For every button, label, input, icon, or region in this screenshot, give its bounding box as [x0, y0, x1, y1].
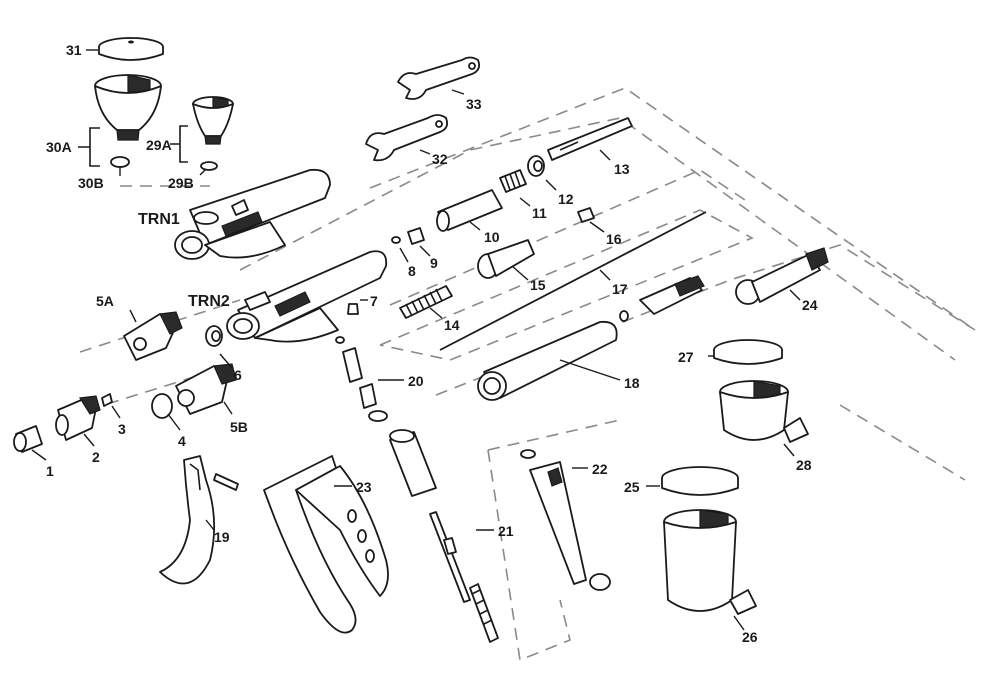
label-31: 31	[66, 42, 82, 58]
part-labels: TRN1 TRN2 31 30A 30B 29A 29B 33 32 13 12…	[46, 42, 818, 645]
label-14: 14	[444, 317, 460, 333]
label-1: 1	[46, 463, 54, 479]
part-32-wrench	[365, 114, 449, 162]
label-13: 13	[614, 161, 630, 177]
label-26: 26	[742, 629, 758, 645]
part-15-spring-guide	[477, 239, 535, 279]
part-trn2-body	[226, 250, 388, 343]
label-23: 23	[356, 479, 372, 495]
label-27: 27	[678, 349, 694, 365]
label-5b: 5B	[230, 419, 248, 435]
part-1-crown-cap	[13, 425, 43, 453]
part-28-side-cup	[719, 380, 809, 443]
label-3: 3	[118, 421, 126, 437]
label-30b: 30B	[78, 175, 104, 191]
part-17-needle	[439, 211, 707, 351]
part-29a-small-cup	[192, 96, 234, 145]
part-23-pistol-grip	[263, 455, 389, 634]
label-20: 20	[408, 373, 424, 389]
part-29b-o-ring	[200, 161, 218, 171]
part-12-nut	[527, 155, 545, 177]
part-14-spring	[399, 285, 453, 319]
part-20-valve-stack	[335, 336, 388, 422]
label-16: 16	[606, 231, 622, 247]
part-33-wrench	[397, 56, 481, 100]
part-26-side-cup	[663, 509, 757, 615]
part-21-valve-body	[389, 429, 499, 643]
label-18: 18	[624, 375, 640, 391]
part-8-ring	[391, 236, 401, 244]
part-trn1-body	[174, 168, 331, 260]
leader-lines	[31, 49, 801, 631]
label-29b: 29B	[168, 175, 194, 191]
label-6: 6	[234, 367, 242, 383]
label-trn1: TRN1	[138, 211, 180, 228]
part-30b-o-ring	[110, 156, 130, 168]
label-32: 32	[432, 151, 448, 167]
label-11: 11	[532, 205, 547, 221]
part-5a-adaptor	[123, 311, 183, 361]
part-31-cup-lid	[98, 37, 164, 61]
part-30a-color-cup	[94, 74, 162, 141]
label-21: 21	[498, 523, 514, 539]
label-33: 33	[466, 96, 482, 112]
part-16-nut	[577, 207, 595, 223]
part-22-valve	[520, 449, 611, 591]
label-19: 19	[214, 529, 230, 545]
label-24: 24	[802, 297, 818, 313]
label-4: 4	[178, 433, 186, 449]
part-5b-adaptor	[175, 363, 237, 415]
label-9: 9	[430, 255, 438, 271]
part-13-needle-chuck	[547, 117, 633, 161]
label-28: 28	[796, 457, 812, 473]
label-12: 12	[558, 191, 574, 207]
label-10: 10	[484, 229, 500, 245]
label-22: 22	[592, 461, 608, 477]
part-10-housing	[436, 189, 503, 232]
part-24-tail-handle	[735, 247, 829, 305]
label-17: 17	[612, 281, 628, 297]
part-2-nozzle-cap	[55, 395, 101, 441]
label-8: 8	[408, 263, 416, 279]
part-27-cup-lid	[713, 339, 783, 365]
part-6-ring	[205, 325, 223, 347]
label-25: 25	[624, 479, 640, 495]
label-7: 7	[370, 293, 378, 309]
label-15: 15	[530, 277, 546, 293]
label-29a: 29A	[146, 137, 172, 153]
part-7-cap	[347, 303, 359, 315]
part-19-trigger	[159, 455, 239, 585]
label-5a: 5A	[96, 293, 114, 309]
label-30a: 30A	[46, 139, 72, 155]
label-trn2: TRN2	[188, 293, 230, 310]
bracket-29a	[170, 125, 188, 163]
part-18-handle	[477, 275, 705, 401]
part-9-packing	[407, 227, 425, 245]
part-4-o-ring	[151, 393, 173, 419]
bracket-30a	[78, 127, 100, 167]
label-2: 2	[92, 449, 100, 465]
part-3-nozzle	[101, 393, 113, 407]
part-25-cup-lid	[661, 466, 739, 496]
